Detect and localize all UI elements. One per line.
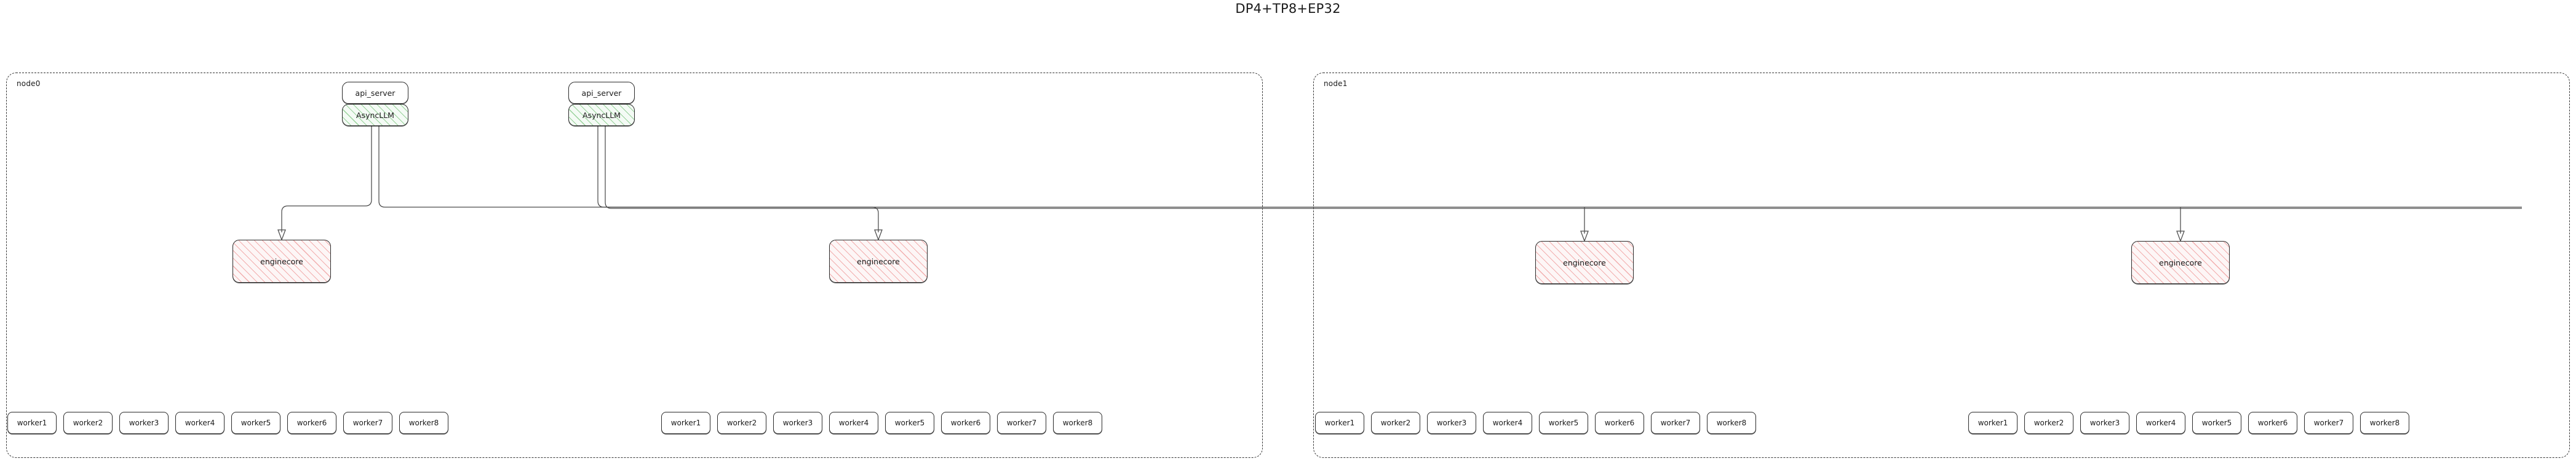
node-container-node0: node0 (6, 73, 1263, 458)
worker-box[interactable]: worker3 (2080, 412, 2129, 434)
worker-box[interactable]: worker7 (2304, 412, 2353, 434)
worker-box[interactable]: worker2 (2024, 412, 2073, 434)
worker-box[interactable]: worker7 (997, 412, 1046, 434)
worker-box[interactable]: worker1 (7, 412, 57, 434)
worker-box[interactable]: worker3 (119, 412, 169, 434)
worker-box[interactable]: worker8 (399, 412, 448, 434)
worker-box[interactable]: worker6 (287, 412, 336, 434)
worker-box[interactable]: worker1 (1315, 412, 1364, 434)
asyncllm-box[interactable]: AsyncLLM (568, 104, 635, 126)
node-label-node1: node1 (1324, 79, 1348, 88)
worker-box[interactable]: worker7 (343, 412, 392, 434)
worker-box[interactable]: worker5 (885, 412, 934, 434)
worker-box[interactable]: worker4 (1483, 412, 1532, 434)
worker-box[interactable]: worker1 (1968, 412, 2017, 434)
node-label-node0: node0 (17, 79, 41, 88)
worker-box[interactable]: worker2 (717, 412, 766, 434)
worker-box[interactable]: worker6 (1595, 412, 1644, 434)
worker-box[interactable]: worker3 (1427, 412, 1476, 434)
api-server-box[interactable]: api_server (568, 82, 635, 104)
worker-box[interactable]: worker4 (175, 412, 225, 434)
enginecore-box[interactable]: enginecore (2131, 241, 2230, 284)
asyncllm-box[interactable]: AsyncLLM (342, 104, 408, 126)
worker-box[interactable]: worker5 (2192, 412, 2241, 434)
enginecore-box[interactable]: enginecore (233, 240, 331, 283)
enginecore-box[interactable]: enginecore (1535, 241, 1634, 284)
worker-box[interactable]: worker5 (231, 412, 280, 434)
page-title: DP4+TP8+EP32 (1235, 1, 1341, 16)
worker-box[interactable]: worker4 (2136, 412, 2185, 434)
worker-box[interactable]: worker2 (1371, 412, 1420, 434)
worker-box[interactable]: worker6 (941, 412, 990, 434)
node-container-node1: node1 (1313, 73, 2570, 458)
api-server-box[interactable]: api_server (342, 82, 408, 104)
worker-box[interactable]: worker8 (1707, 412, 1756, 434)
worker-box[interactable]: worker4 (829, 412, 878, 434)
worker-box[interactable]: worker8 (1053, 412, 1102, 434)
worker-box[interactable]: worker1 (661, 412, 710, 434)
worker-box[interactable]: worker8 (2360, 412, 2409, 434)
worker-box[interactable]: worker6 (2248, 412, 2297, 434)
enginecore-box[interactable]: enginecore (829, 240, 928, 283)
worker-box[interactable]: worker2 (63, 412, 113, 434)
worker-box[interactable]: worker3 (773, 412, 822, 434)
worker-box[interactable]: worker5 (1539, 412, 1588, 434)
worker-box[interactable]: worker7 (1651, 412, 1700, 434)
